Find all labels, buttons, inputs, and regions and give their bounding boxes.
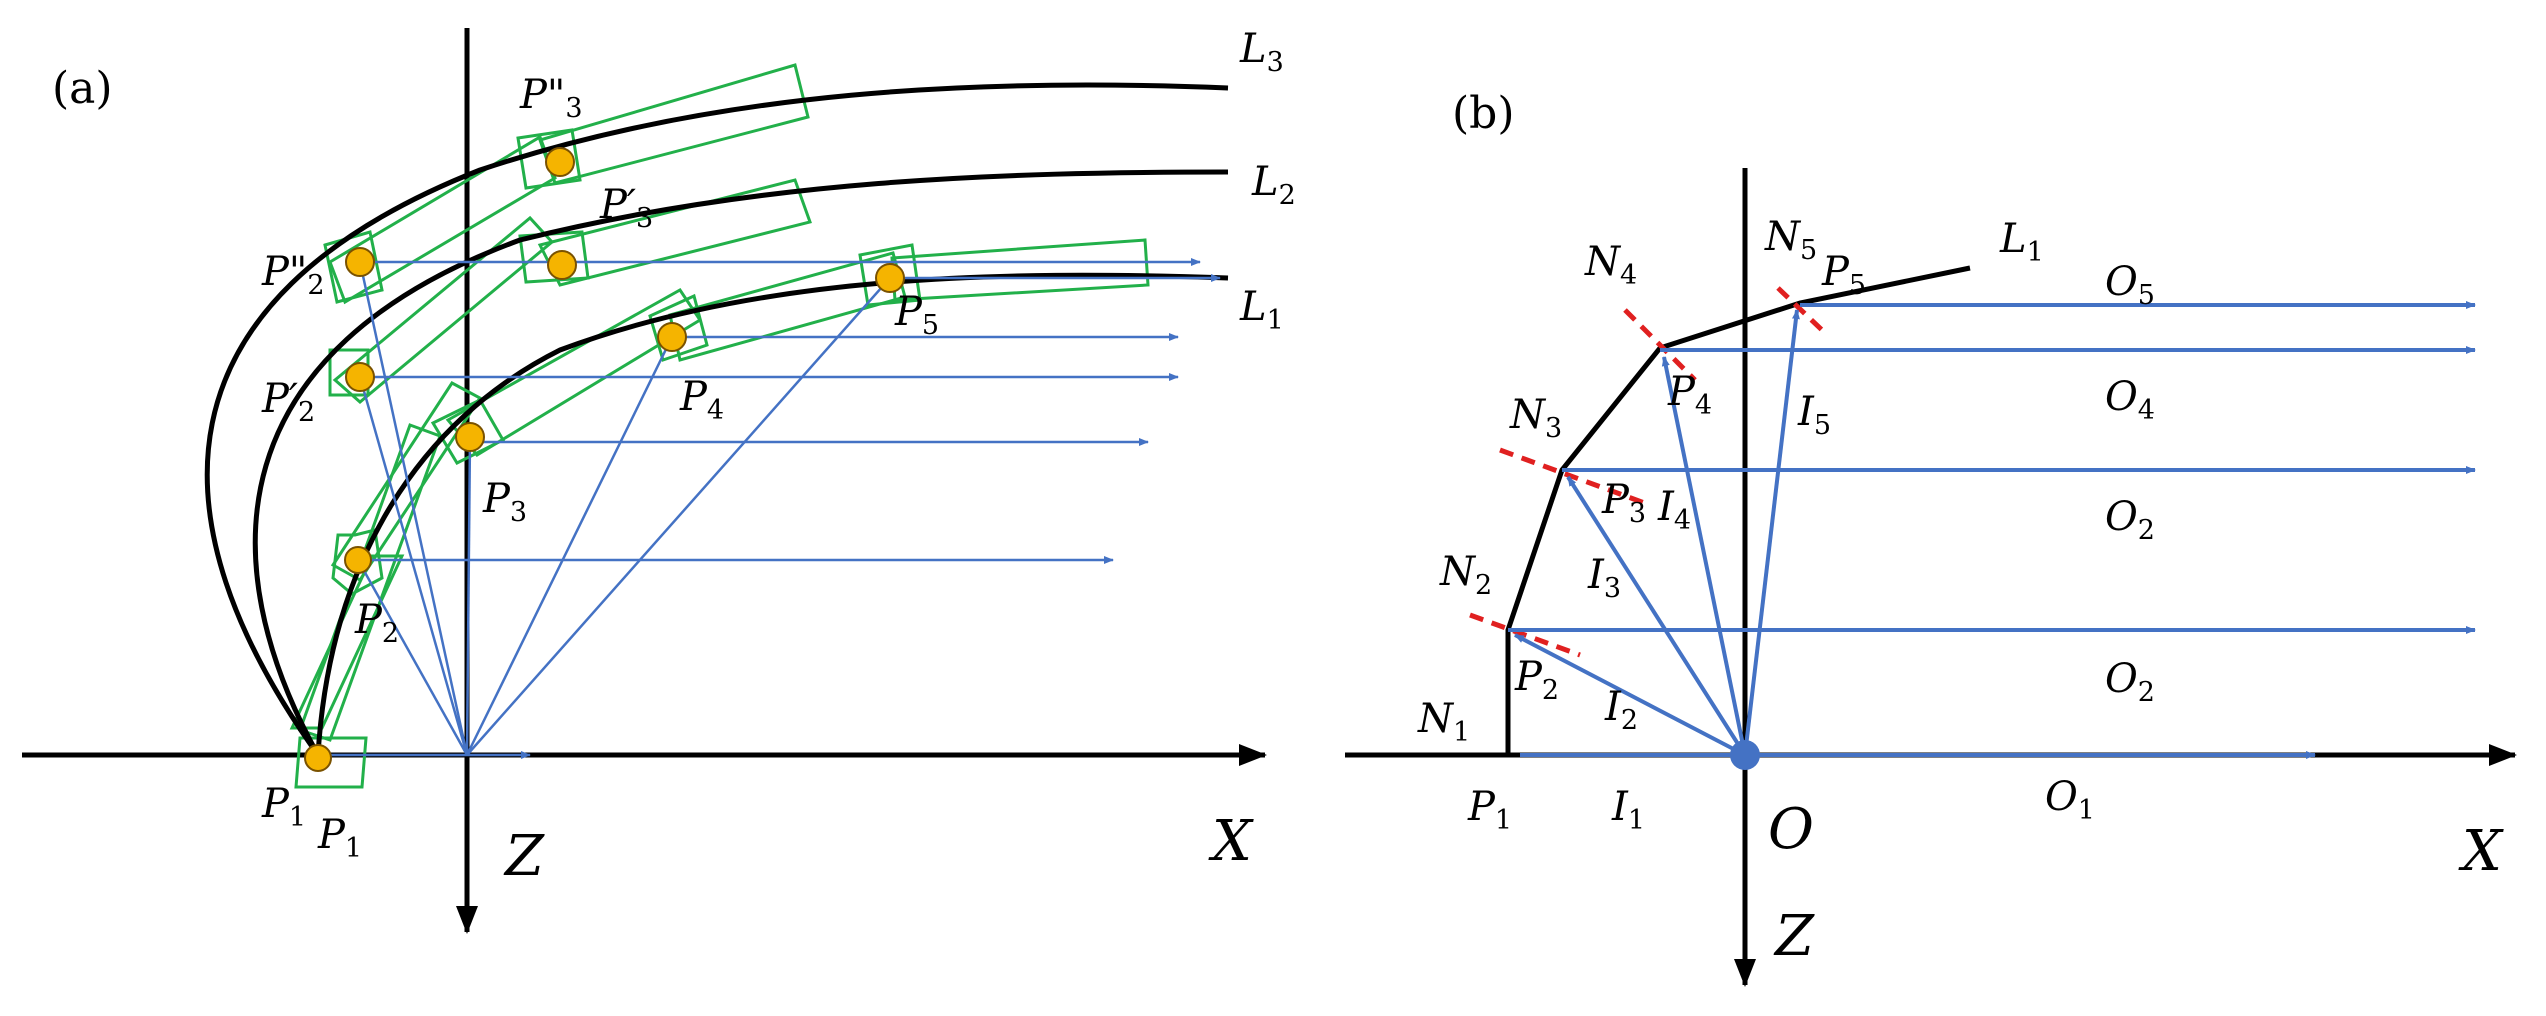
label-b-o5: O5 — [2105, 259, 2155, 311]
label-b-n2: N2 — [1439, 549, 1492, 601]
label-b-n5: N5 — [1764, 214, 1817, 266]
label-b-p3: P3 — [1601, 477, 1646, 529]
point-p4 — [657, 322, 687, 352]
label-b-i5: I5 — [1797, 389, 1831, 441]
point-p5 — [875, 263, 905, 293]
panel-a-points — [304, 147, 905, 772]
label-b-i2: I2 — [1604, 684, 1638, 736]
label-b-l1: L1 — [1999, 216, 2044, 268]
label-p4: P4 — [679, 374, 724, 426]
panel-b: (b) X Z O — [1345, 88, 2517, 987]
box-p3-p4 — [445, 288, 703, 457]
panel-a-x-axis-label: X — [1208, 809, 1254, 874]
label-l2: L2 — [1251, 159, 1296, 211]
label-p5: P5 — [894, 289, 939, 341]
label-p1-a: P1 — [261, 781, 306, 833]
panel-b-incident-rays — [1514, 309, 1800, 757]
label-p2dprime: P"2 — [261, 249, 325, 301]
ray-i-p5 — [466, 277, 891, 756]
panel-b-tag: (b) — [1452, 88, 1515, 139]
label-p1-b: P1 — [317, 812, 362, 864]
box-p2 — [331, 528, 384, 596]
curve-l3 — [204, 82, 1229, 757]
label-b-i3: I3 — [1587, 552, 1621, 604]
point-p3 — [455, 422, 485, 452]
label-b-i1: I1 — [1611, 784, 1645, 836]
panel-a-z-axis-label: Z — [503, 824, 545, 889]
point-p3prime — [547, 250, 577, 280]
label-b-p1: P1 — [1467, 784, 1512, 836]
ray-i3 — [1566, 475, 1747, 757]
panel-b-z-axis-label: Z — [1773, 904, 1815, 969]
ray-i2 — [1514, 633, 1746, 757]
ray-i-p2prime — [358, 376, 469, 756]
box-p1 — [294, 736, 368, 789]
point-p3dprime — [545, 147, 575, 177]
panel-a-outgoing-rays — [358, 258, 1221, 759]
ray-i-p3 — [465, 436, 472, 756]
label-l1: L1 — [1239, 284, 1284, 336]
panel-b-outgoing-rays — [1508, 301, 2476, 759]
panel-a: (a) X Z — [22, 26, 1296, 934]
panel-b-labels: L1 P1 P2 P3 P4 P5 N1 N2 N3 N4 N5 I1 I2 I… — [1417, 214, 2155, 836]
ray-i-p2 — [356, 559, 469, 756]
curve-l2 — [252, 169, 1229, 757]
box-p3dprime-ext — [538, 63, 810, 185]
box-p3dprime — [516, 128, 582, 190]
panel-b-origin-point — [1730, 740, 1760, 770]
label-b-p5: P5 — [1821, 249, 1866, 301]
label-p3: P3 — [482, 476, 527, 528]
point-p2 — [344, 546, 372, 574]
ray-i5 — [1743, 309, 1800, 756]
label-b-n1: N1 — [1417, 696, 1470, 748]
ray-i-p4 — [465, 336, 674, 756]
label-b-o4: O4 — [2105, 374, 2155, 426]
point-p2prime — [345, 362, 375, 392]
label-p2: P2 — [354, 597, 399, 649]
box-p2dprime-p3dprime — [328, 134, 557, 305]
normal-n4 — [1623, 308, 1697, 382]
panel-b-x-axis-label: X — [2458, 819, 2504, 884]
box-p2dprime — [323, 230, 384, 304]
label-b-n4: N4 — [1584, 239, 1637, 291]
panel-b-curve-l1 — [1505, 265, 1971, 755]
label-b-p4: P4 — [1667, 369, 1712, 421]
label-p2prime: P′2 — [261, 376, 315, 428]
point-p2dprime — [345, 247, 375, 277]
normal-n5 — [1776, 286, 1824, 332]
label-b-o2-upper: O2 — [2105, 494, 2155, 546]
label-b-n3: N3 — [1509, 392, 1562, 444]
curve-l1 — [315, 272, 1229, 756]
panel-a-incident-rays — [318, 261, 891, 757]
label-b-o1: O1 — [2045, 774, 2095, 826]
label-b-i4: I4 — [1657, 484, 1691, 536]
ray-i-p2dprime — [358, 261, 469, 756]
panel-a-labels: L3 L2 L1 P1 P1 P2 P3 P4 P5 P′2 P′3 P"2 P… — [261, 26, 1296, 864]
panel-b-origin-label: O — [1768, 797, 1814, 862]
label-p3dprime: P"3 — [519, 72, 583, 124]
label-b-p2: P2 — [1514, 654, 1559, 706]
label-b-o2-lower: O2 — [2105, 656, 2155, 708]
box-p5-ext — [890, 238, 1150, 302]
label-l3: L3 — [1239, 26, 1284, 78]
label-p3prime: P′3 — [599, 182, 653, 234]
ray-i4 — [1661, 356, 1747, 756]
box-p4 — [648, 293, 709, 362]
box-p2-p3 — [330, 381, 483, 582]
point-p1 — [304, 744, 332, 772]
normal-n2 — [1469, 612, 1581, 658]
panel-a-tag: (a) — [52, 63, 113, 114]
